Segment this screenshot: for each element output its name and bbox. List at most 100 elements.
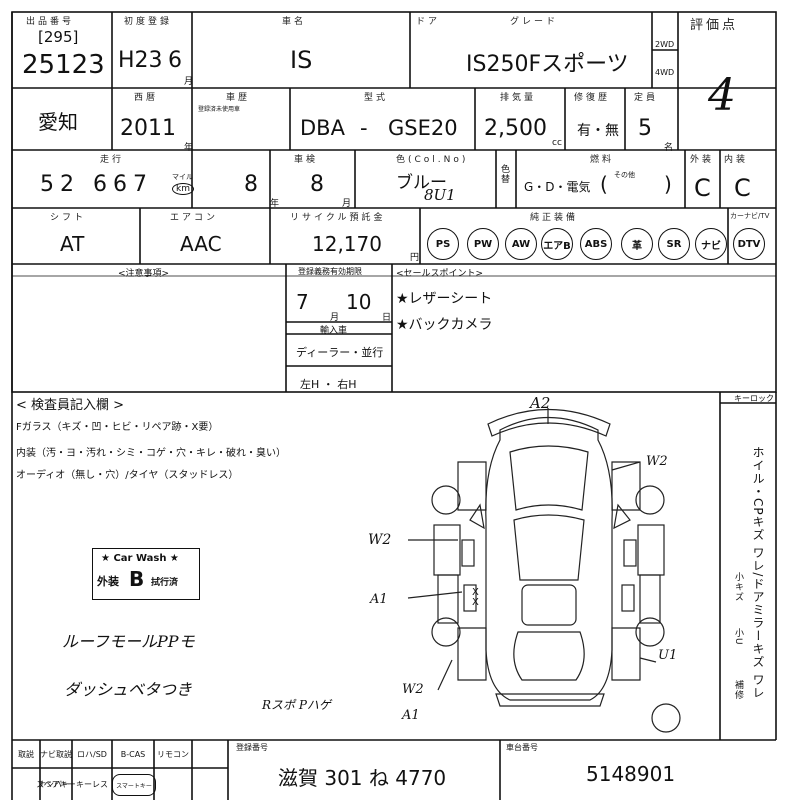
recycle-fee: 12,170 <box>312 232 382 256</box>
shaken-year: 8 <box>244 172 258 197</box>
interior-grade: C <box>734 174 751 202</box>
exterior-header: 外装 <box>690 155 715 165</box>
lot-header: 出品番号 <box>26 17 75 27</box>
sales-point-1: ★レザーシート <box>396 291 493 307</box>
drive-2wd: 2WD <box>655 40 675 49</box>
reg-day: 10 <box>346 290 372 314</box>
model-year: 2011 <box>120 116 176 141</box>
side-repair: 補修 <box>733 680 743 700</box>
color-code: 8U1 <box>424 186 456 204</box>
label-w2-bottom: W2 <box>402 682 424 697</box>
fuel-header: 燃料 <box>590 155 615 165</box>
audio-line: オーディオ（無し・穴）/タイヤ（スタッドレス） <box>16 470 239 481</box>
capacity: 5 <box>638 116 652 141</box>
label-w2-top: W2 <box>646 454 668 469</box>
recycle-header: リサイクル預託金 <box>290 213 386 223</box>
year-unit: 年 <box>184 143 194 153</box>
history-sub: 登録済未使用車 <box>198 106 241 113</box>
car-wash-prefix: 外装 <box>97 575 119 588</box>
fuel-paren-open: ( <box>600 172 608 196</box>
color-name: ブルー <box>396 173 447 193</box>
car-damage-diagram <box>407 408 681 733</box>
footer-item-row1: 取説 <box>18 749 34 759</box>
fuel-other: その他 <box>614 171 635 179</box>
shift: AT <box>60 232 85 256</box>
shaken-month: 8 <box>310 172 324 197</box>
footer-item-row1: ロハ/SD <box>77 749 107 759</box>
reg-month: 7 <box>296 290 309 314</box>
fuel-paren-close: ) <box>664 172 672 196</box>
repair-header: 修復歴 <box>574 93 611 103</box>
label-a2: A2 <box>530 394 551 412</box>
footer-item-row1: リモコン <box>157 749 189 759</box>
type-dash: - <box>360 116 368 140</box>
exterior-grade: C <box>694 174 711 202</box>
equipment-item: AW <box>505 228 537 260</box>
side-small-scratch: 小キズ <box>733 572 743 602</box>
type-code: GSE20 <box>388 116 458 140</box>
equipment-item: 革 <box>621 228 653 260</box>
mileage: 52 667 <box>40 172 153 197</box>
interior-header: 内装 <box>724 155 749 165</box>
reg-day-unit: 日 <box>382 313 392 323</box>
first-reg-month: 6 <box>168 48 182 73</box>
footer-item-row1: ナビ取説 <box>40 749 72 759</box>
plate-number: 滋賀 301 ね 4770 <box>278 766 447 790</box>
engine-cc: 2,500 <box>484 116 547 141</box>
color-swap-label: 色替 <box>499 164 509 184</box>
caution-header: <注意事項> <box>118 269 170 279</box>
interior-line: 内装（汚・ヨ・汚れ・シミ・コゲ・穴・キレ・破れ・臭い） <box>16 448 286 459</box>
carnavi-header: カーナビ/TV <box>730 212 770 220</box>
footer-item-row1: B-CAS <box>120 749 146 759</box>
drive-4wd: 4WD <box>655 68 675 77</box>
region: 愛知 <box>38 110 78 134</box>
model-name: IS <box>290 46 313 74</box>
label-xx: X X <box>472 587 479 608</box>
sales-point-header: <セールスポイント> <box>396 269 484 279</box>
ac-header: エアコン <box>170 213 219 223</box>
shift-header: シフト <box>50 213 87 223</box>
mileage-km: km <box>172 183 194 195</box>
type-prefix: DBA <box>300 116 345 140</box>
overall-score: 4 <box>708 70 736 121</box>
handwritten-note-3: Rスポ Pハゲ <box>262 698 331 712</box>
equipment-item: SR <box>658 228 690 260</box>
shaken-year-unit: 年 <box>270 199 280 209</box>
capacity-unit: 名 <box>664 143 674 153</box>
label-a1-bottom: A1 <box>402 708 420 723</box>
lot-number: 25123 <box>22 50 105 80</box>
side-small-u: 小U <box>733 628 743 646</box>
chassis-number: 5148901 <box>586 762 676 786</box>
year-header: 西暦 <box>134 93 159 103</box>
side-vertical-note: ホイル・CPキズ ワレ/ドアミラーキズ ワレ <box>751 446 765 700</box>
cc-unit: cc <box>552 138 562 148</box>
car-wash-suffix: 拭行済 <box>151 578 179 588</box>
color-header: 色(Col.No) <box>396 155 469 165</box>
dealer-parallel: ディーラー・並行 <box>296 346 384 359</box>
mileage-header: 走行 <box>100 155 125 165</box>
model-header: 車名 <box>282 17 307 27</box>
handwritten-note-1: ルーフモールPPモ <box>62 632 195 651</box>
equipment-item: エアB <box>541 228 573 260</box>
door-header: ドア <box>416 17 441 27</box>
capacity-header: 定員 <box>634 93 659 103</box>
keylock-header: キーロック <box>734 394 774 403</box>
shaken-month-unit: 月 <box>342 199 352 209</box>
car-wash-grade: B <box>129 567 145 591</box>
car-wash-stamp: ★ Car Wash ★ 外装 B 拭行済 <box>92 548 200 600</box>
aircon: AAC <box>180 232 222 256</box>
first-reg-month-unit: 月 <box>184 77 194 87</box>
history-header: 車歴 <box>226 93 251 103</box>
plate-header: 登録番号 <box>236 743 268 752</box>
shaken-header: 車検 <box>294 155 319 165</box>
footer-item-row2: スマートキー <box>112 774 156 796</box>
first-reg-era: H23 <box>118 48 163 73</box>
label-u1: U1 <box>658 648 678 663</box>
first-reg-header: 初度登録 <box>124 17 173 27</box>
footer-item-row2: キーレス <box>76 779 108 789</box>
equipment-item: ナビ <box>695 228 727 260</box>
chassis-header: 車台番号 <box>506 743 538 752</box>
lot-bracket: [295] <box>38 28 79 46</box>
import-header: 輸入車 <box>320 326 348 336</box>
